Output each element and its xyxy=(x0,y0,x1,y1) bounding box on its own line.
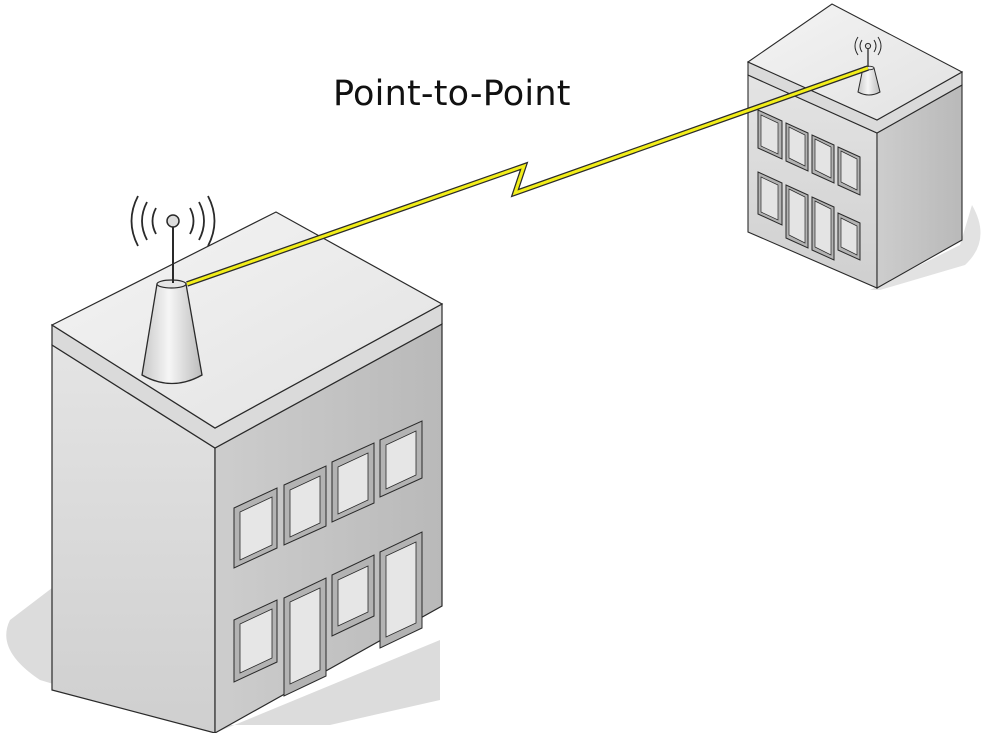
antenna-tip xyxy=(166,214,180,228)
building-right-shadow xyxy=(870,205,981,290)
wireless-link-bolt xyxy=(186,65,869,287)
dish-antenna-large xyxy=(130,195,216,385)
building-left-shadow xyxy=(6,588,440,733)
antenna-cone xyxy=(141,283,203,385)
building-left xyxy=(6,195,444,735)
signal-waves-icon xyxy=(130,195,216,247)
signal-waves-icon xyxy=(854,36,882,56)
diagram-title: Point-to-Point xyxy=(333,74,571,114)
building-right-roof xyxy=(746,3,964,121)
building-right xyxy=(746,3,981,290)
